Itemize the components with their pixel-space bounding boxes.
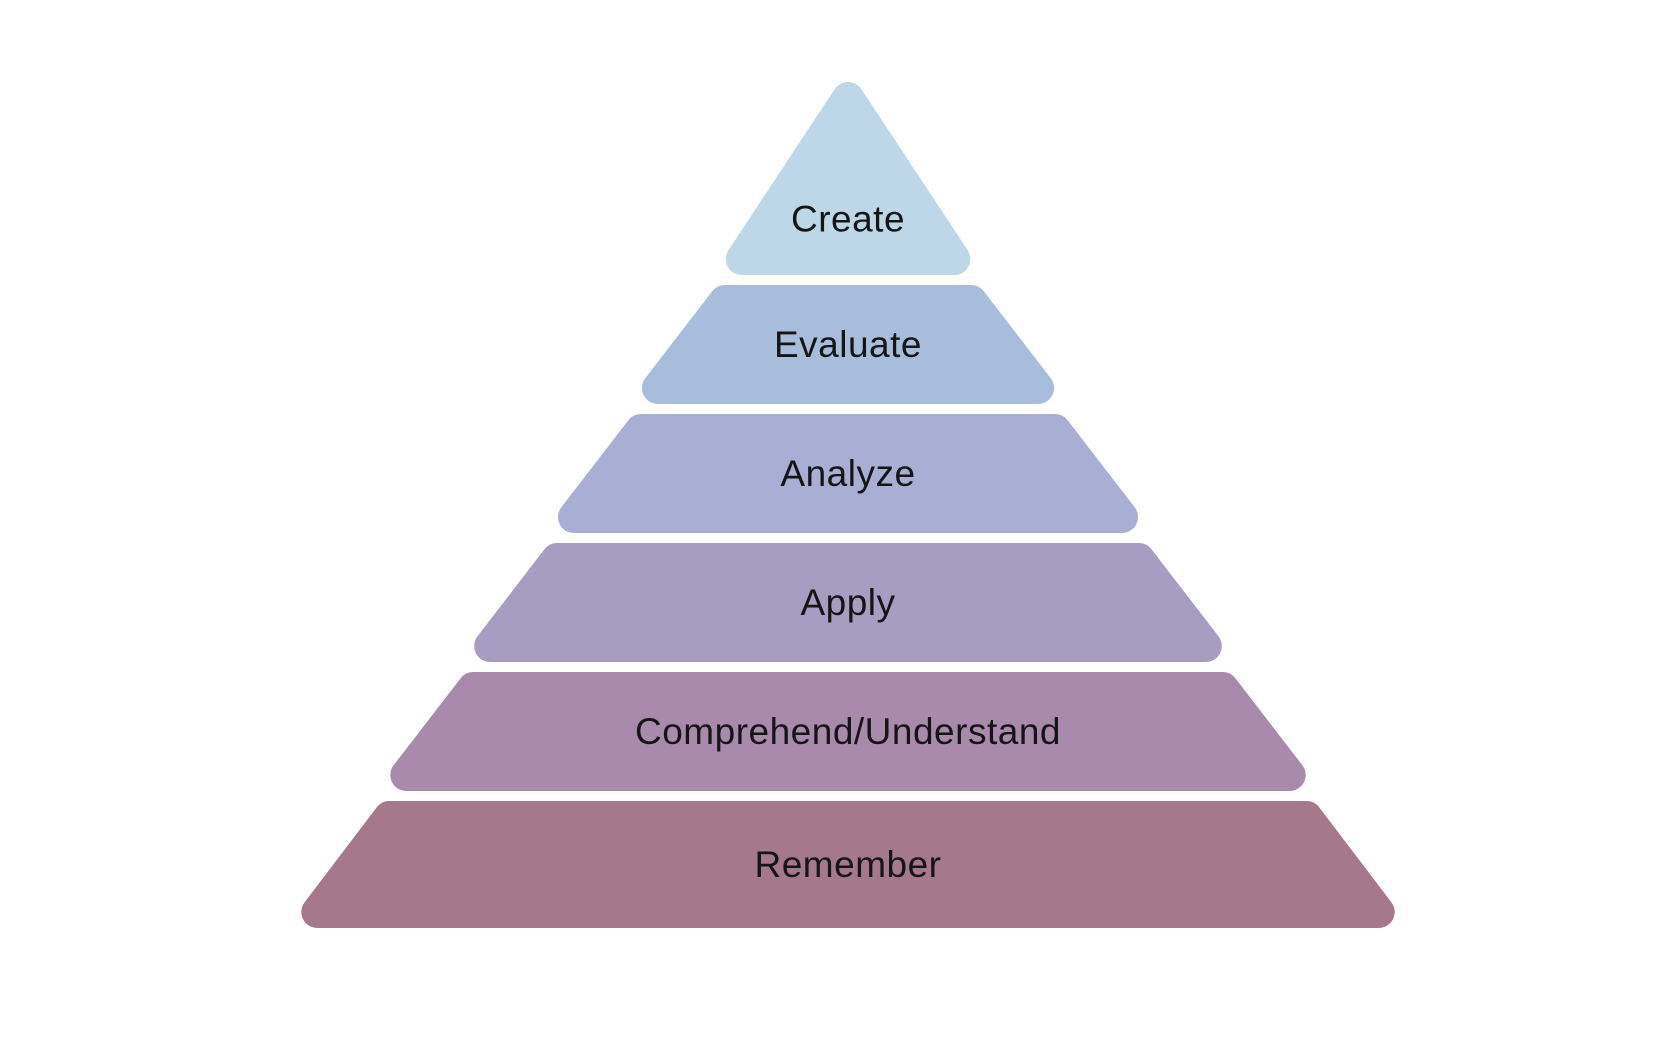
- level-remember-label: Remember: [755, 844, 942, 885]
- level-comprehend-understand-shape: [390, 672, 1306, 791]
- level-analyze-label: Analyze: [780, 453, 915, 494]
- level-remember-shape: [301, 801, 1395, 928]
- level-comprehend-understand: Comprehend/Understand: [390, 672, 1306, 791]
- level-create-shape: [725, 82, 971, 275]
- level-remember: Remember: [301, 801, 1395, 928]
- level-evaluate: Evaluate: [641, 285, 1055, 404]
- level-create: Create: [725, 82, 971, 275]
- level-analyze: Analyze: [558, 414, 1138, 533]
- level-apply: Apply: [474, 543, 1222, 662]
- level-create-label: Create: [791, 199, 905, 240]
- level-apply-shape: [474, 543, 1222, 662]
- level-comprehend-understand-label: Comprehend/Understand: [635, 711, 1061, 752]
- level-evaluate-label: Evaluate: [774, 324, 922, 365]
- level-evaluate-shape: [641, 285, 1055, 404]
- level-apply-label: Apply: [800, 582, 895, 623]
- level-analyze-shape: [558, 414, 1138, 533]
